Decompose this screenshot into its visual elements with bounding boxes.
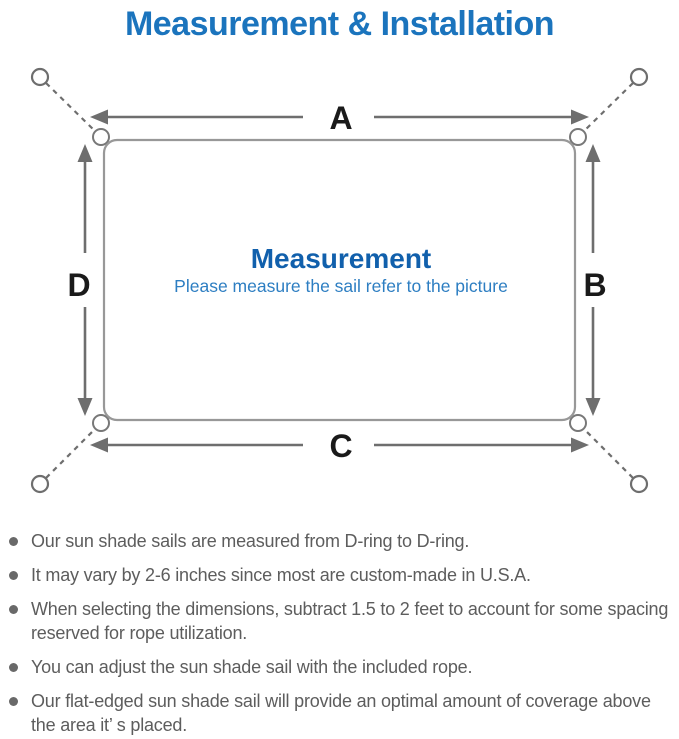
anchor-ring-icon (30, 474, 50, 494)
dashed-tether-lines (45, 82, 634, 479)
sail-measurement-diagram: A C D B Measurement Please measure the s… (30, 67, 649, 494)
note-text: Our flat-edged sun shade sail will provi… (31, 691, 651, 735)
tether-line-bottom-left (45, 424, 100, 479)
tether-line-top-left (45, 82, 100, 136)
tether-line-bottom-right (579, 424, 634, 479)
arrow-head-right-icon (571, 109, 589, 125)
corner-d-rings (92, 128, 587, 432)
diagram-heading: Measurement (251, 243, 432, 274)
arrow-head-right-icon (571, 437, 589, 453)
d-ring-icon (569, 414, 587, 432)
anchor-ring-icon (629, 67, 649, 87)
arrow-head-down-icon (77, 398, 93, 416)
bullet-dot-icon (9, 571, 18, 580)
d-ring-icon (569, 128, 587, 146)
dimension-arrow-b (585, 144, 601, 416)
list-item: Our flat-edged sun shade sail will provi… (9, 689, 674, 737)
arrow-head-down-icon (585, 398, 601, 416)
dimension-label-a: A (329, 100, 352, 136)
anchor-ring-icon (30, 67, 50, 87)
sail-outline (102, 138, 577, 422)
list-item: It may vary by 2-6 inches since most are… (9, 563, 674, 587)
list-item: When selecting the dimensions, subtract … (9, 597, 674, 645)
note-text: You can adjust the sun shade sail with t… (31, 657, 473, 677)
anchor-ring-icon (629, 474, 649, 494)
notes-list: Our sun shade sails are measured from D-… (9, 529, 674, 739)
bullet-dot-icon (9, 537, 18, 546)
arrow-head-up-icon (585, 144, 601, 162)
note-text: Our sun shade sails are measured from D-… (31, 531, 470, 551)
note-text: It may vary by 2-6 inches since most are… (31, 565, 531, 585)
dimension-arrow-d (77, 144, 93, 416)
arrow-head-left-icon (90, 437, 108, 453)
dimension-label-b: B (583, 267, 606, 303)
arrow-head-up-icon (77, 144, 93, 162)
d-ring-icon (92, 128, 110, 146)
tether-line-top-right (579, 82, 634, 136)
bullet-dot-icon (9, 663, 18, 672)
bullet-dot-icon (9, 697, 18, 706)
list-item: Our sun shade sails are measured from D-… (9, 529, 674, 553)
diagram-subheading: Please measure the sail refer to the pic… (174, 276, 508, 296)
dimension-label-c: C (329, 428, 352, 464)
anchor-rings (30, 67, 649, 494)
arrow-head-left-icon (90, 109, 108, 125)
note-text: When selecting the dimensions, subtract … (31, 599, 669, 643)
bullet-dot-icon (9, 605, 18, 614)
dimension-arrow-a (90, 109, 589, 125)
dimension-arrow-c (90, 437, 589, 453)
dimension-label-d: D (67, 267, 90, 303)
d-ring-icon (92, 414, 110, 432)
list-item: You can adjust the sun shade sail with t… (9, 655, 674, 679)
page-title: Measurement & Installation (124, 5, 555, 43)
